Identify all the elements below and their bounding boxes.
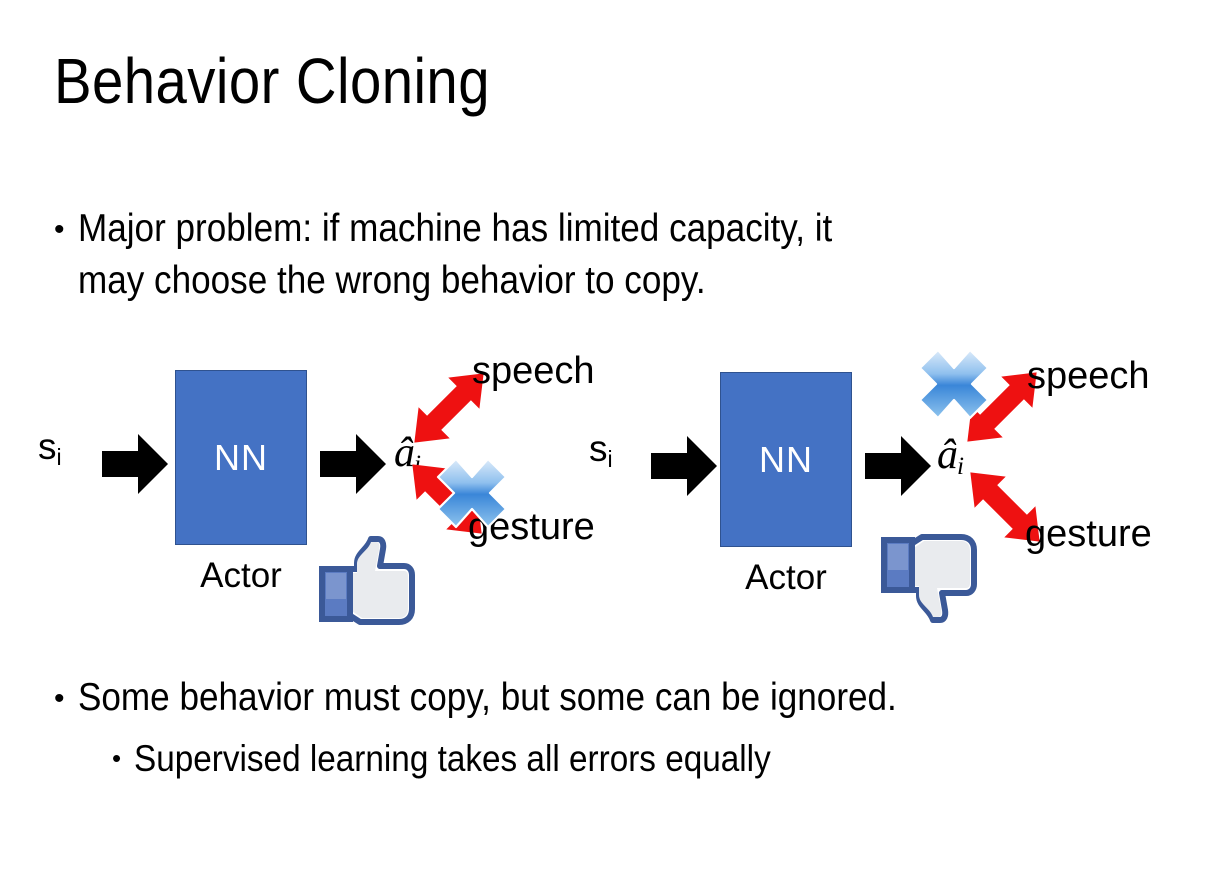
speech-label-right: speech (1027, 355, 1150, 397)
bullet-top-text: Major problem: if machine has limited ca… (77, 207, 832, 303)
nn-box-left: NN (175, 370, 307, 545)
nn-label-right: NN (759, 438, 813, 480)
bullet-top: • Major problem: if machine has limited … (54, 203, 1134, 308)
action-label-left: âi (394, 430, 421, 479)
thumbs-up-icon-left (316, 533, 416, 629)
input-arrow-right (651, 434, 717, 498)
bullet-marker-icon: • (54, 213, 65, 246)
bullet-middle: • Some behavior must copy, but some can … (54, 672, 1164, 724)
bullet-middle-text: Some behavior must copy, but some can be… (77, 676, 897, 719)
nn-label-left: NN (214, 436, 268, 478)
bullet-marker-icon: • (54, 682, 65, 715)
bullet-sub-text: Supervised learning takes all errors equ… (134, 738, 771, 779)
actor-label-right: Actor (745, 558, 827, 597)
speech-arrow-right (947, 352, 1057, 462)
actor-label-left: Actor (200, 556, 282, 595)
page-title: Behavior Cloning (54, 45, 490, 117)
action-label-right: âi (937, 432, 964, 481)
speech-label-left: speech (472, 350, 595, 392)
thumbs-down-icon-right (878, 530, 978, 626)
bullet-marker-icon: • (112, 743, 122, 773)
output-arrow-right (865, 434, 931, 498)
state-label-left: si (38, 426, 62, 470)
gesture-arrow-right (950, 452, 1060, 562)
state-label-right: si (589, 428, 613, 472)
nn-box-right: NN (720, 372, 852, 547)
bullet-sub: • Supervised learning takes all errors e… (112, 734, 1172, 784)
gesture-label-right: gesture (1025, 513, 1152, 555)
cross-out-icon-right (917, 347, 991, 421)
diagram-right: si NN Actor âi (565, 340, 1165, 640)
cross-out-icon-left (435, 456, 509, 530)
input-arrow-left (102, 432, 168, 496)
output-arrow-left (320, 432, 386, 496)
diagram-left: si NN Actor âi (10, 340, 610, 640)
speech-arrow-left (394, 353, 504, 463)
